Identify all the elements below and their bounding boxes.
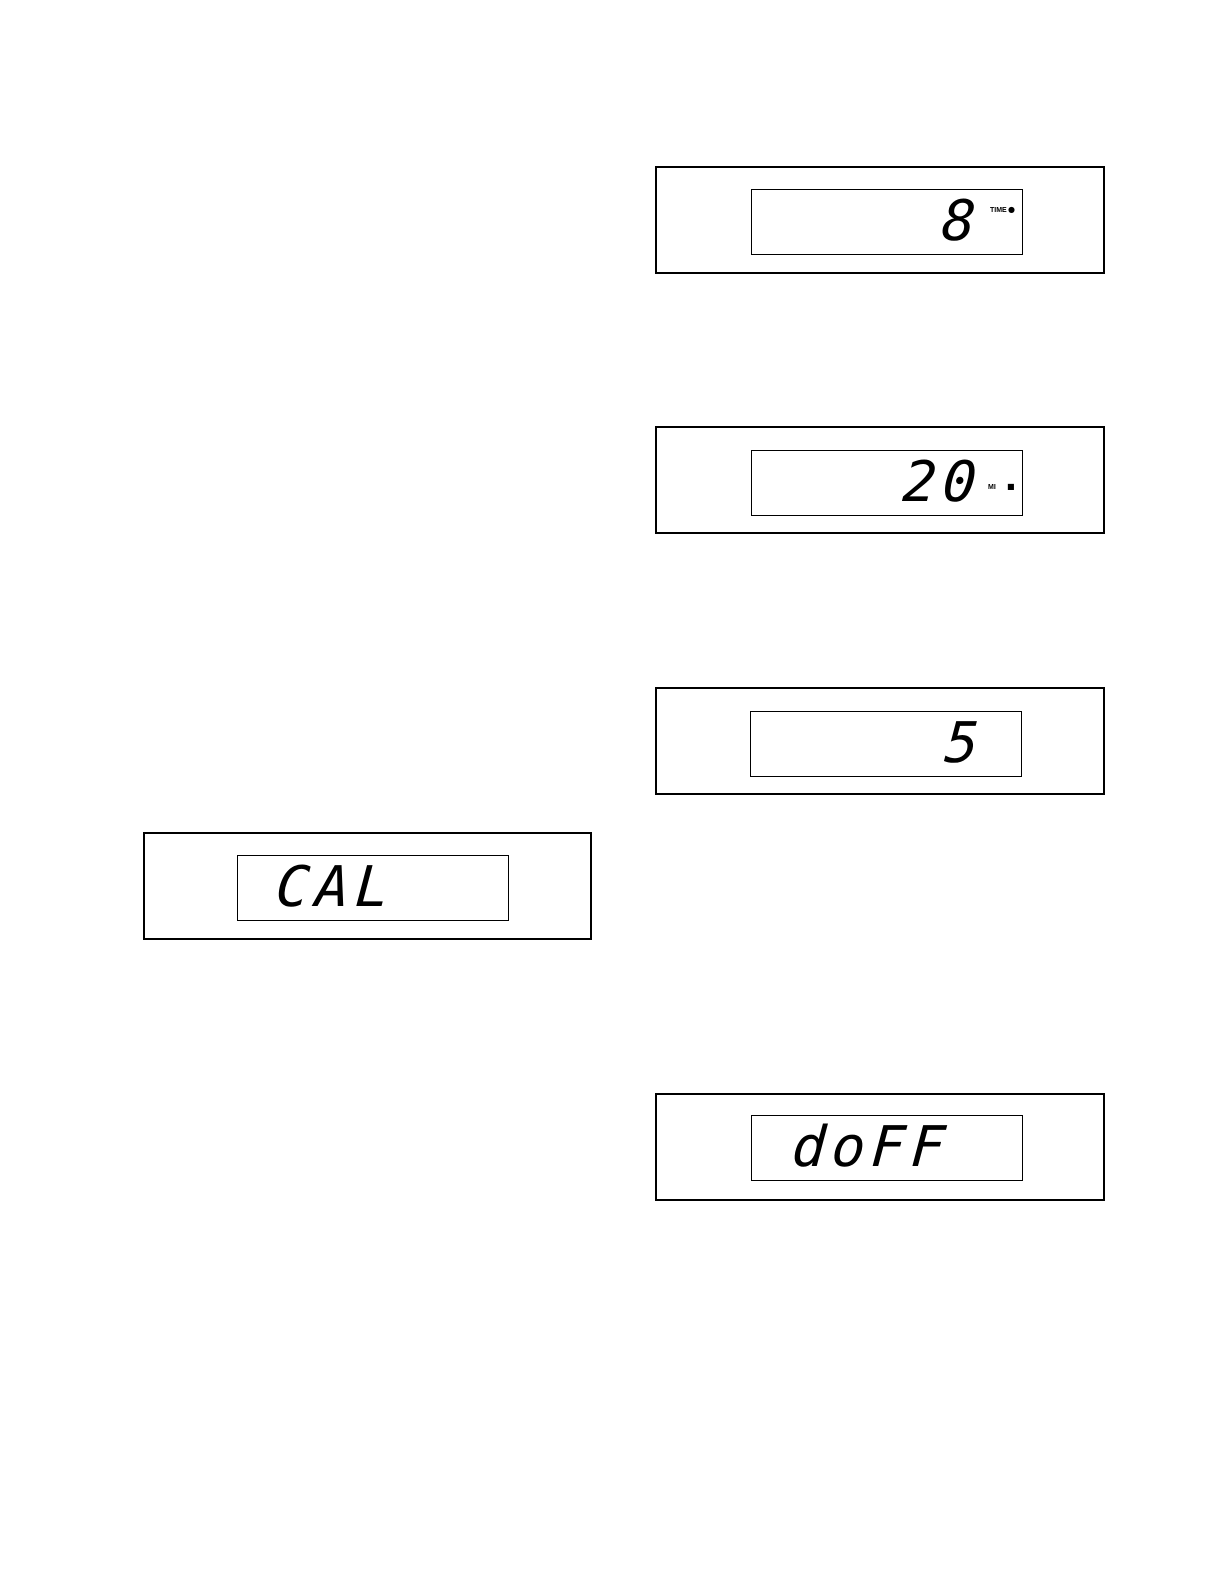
lcd-value: doFF (790, 1116, 953, 1180)
lcd-screen: doFF (751, 1115, 1023, 1181)
clock-icon: ● (1008, 206, 1015, 214)
lcd-screen: 20 MI ■ (751, 450, 1023, 516)
lcd-screen: 8 TIME ● (751, 189, 1023, 255)
time-indicator-label: TIME (990, 207, 1007, 214)
lcd-screen: 5 (750, 711, 1022, 777)
display-panel-time: 8 TIME ● (655, 166, 1105, 274)
lcd-value: 8 (940, 190, 984, 254)
display-panel-distance: 20 MI ■ (655, 426, 1105, 534)
distance-icon: ■ (1007, 483, 1015, 491)
lcd-value: 5 (943, 712, 987, 776)
lcd-value: 20 (900, 451, 984, 515)
lcd-value: CAL (274, 856, 398, 920)
display-panel-cal: CAL (143, 832, 592, 940)
mi-indicator-label: MI (988, 484, 996, 491)
display-panel-number: 5 (655, 687, 1105, 795)
lcd-screen: CAL (237, 855, 509, 921)
display-panel-doff: doFF (655, 1093, 1105, 1201)
